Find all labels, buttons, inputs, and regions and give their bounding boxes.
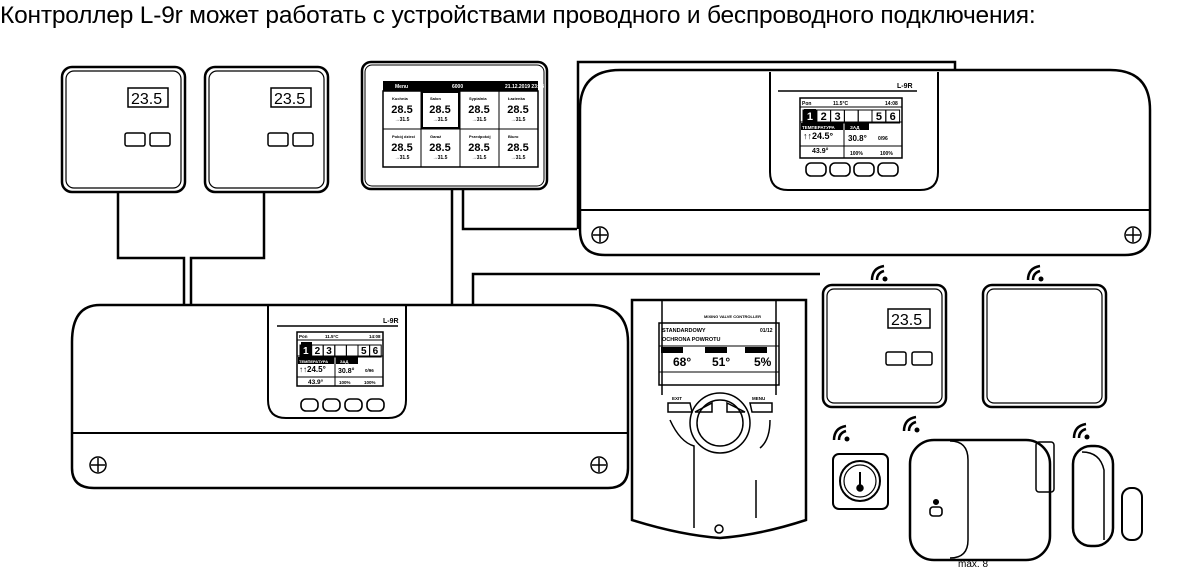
zone-tab xyxy=(345,344,359,358)
touch-zone-name: Przedpokój xyxy=(469,134,491,139)
valve-reading-1: 68° xyxy=(673,355,691,369)
touch-zone-setpoint: →31.5 xyxy=(433,117,448,123)
controller-secondary-temp: ↑↑24.5° xyxy=(803,131,834,141)
touch-panel-status: 6000 xyxy=(452,84,463,90)
wireless-sensor-panel xyxy=(981,283,1108,409)
touch-zone-name: Kuchnia xyxy=(392,96,409,101)
valve-button-exit: EXIT xyxy=(672,396,682,401)
wifi-icon-wireless-thermostat xyxy=(870,264,888,282)
touch-zone-name: Garaż xyxy=(430,134,441,139)
touch-zone-temp: 28.5 xyxy=(507,104,528,116)
controller-main xyxy=(70,303,630,490)
touch-zone-temp: 28.5 xyxy=(391,142,412,154)
touch-zone-name: Sypialnia xyxy=(469,96,487,101)
touch-zone-setpoint: →31.5 xyxy=(472,117,487,123)
valve-reading-2: 51° xyxy=(712,355,730,369)
wifi-icon-window-contact xyxy=(1072,422,1090,440)
controller-secondary-temp-label: ТЕМПЕРАТУРА xyxy=(802,125,836,130)
controller-main-temp-label: ТЕМПЕРАТУРА xyxy=(299,359,328,364)
wireless-dial-sensor xyxy=(832,453,889,510)
controller-main-mode: 0/96 xyxy=(365,368,374,373)
controller-secondary-time: 14:08 xyxy=(885,101,898,107)
zone-tab xyxy=(857,109,873,124)
controller-secondary-floor: 43.9° xyxy=(812,147,829,155)
wifi-icon-sensor-panel xyxy=(1026,264,1044,282)
controller-secondary-battery: 100% xyxy=(880,151,893,157)
controller-main-humidity: 100% xyxy=(339,380,351,385)
touch-zone-temp: 28.5 xyxy=(429,104,450,116)
touch-zone-temp: 28.5 xyxy=(429,142,450,154)
zone-tab xyxy=(885,109,901,124)
zone-tab xyxy=(843,109,859,124)
touch-zone-setpoint: →31.5 xyxy=(472,155,487,161)
controller-main-set: 30.8° xyxy=(338,367,355,375)
touch-zone-setpoint: →31.5 xyxy=(511,117,526,123)
touch-zone-setpoint: →31.5 xyxy=(433,155,448,161)
zone-tab-label: 1 xyxy=(807,111,813,123)
controller-secondary-set-label: ЗАД xyxy=(850,125,860,130)
controller-secondary-humidity: 100% xyxy=(850,151,863,157)
valve-line1: STANDARDOWY xyxy=(662,328,706,334)
controller-main-day: Pon xyxy=(299,334,308,339)
zone-tab-label: 1 xyxy=(303,346,309,357)
valve-button-menu: MENU xyxy=(752,396,765,401)
wired-thermostat-2: 23.5 xyxy=(203,65,330,194)
zone-tab-label: 2 xyxy=(821,111,827,123)
controller-secondary-mode: 0/96 xyxy=(878,136,888,142)
wireless-thermostat: 23.5 xyxy=(821,283,948,409)
page-title: Контроллер L-9r может работать с устройс… xyxy=(0,2,1036,29)
touch-zone-temp: 28.5 xyxy=(468,142,489,154)
touch-zone-setpoint: →31.5 xyxy=(395,155,410,161)
zone-tab-label: 5 xyxy=(361,346,367,357)
wired-thermostat-1: 23.5 xyxy=(60,65,187,194)
zone-tab-label: 3 xyxy=(834,111,840,123)
controller-main-floor: 43.9° xyxy=(308,378,324,386)
touch-zone-name: Salon xyxy=(430,96,441,101)
controller-main-set-label: ЗАД xyxy=(340,359,349,364)
zone-tab-label: 5 xyxy=(876,111,882,123)
valve-module xyxy=(630,298,808,540)
touch-zone-name: Pokój dzieci xyxy=(392,134,415,139)
valve-reading-3: 5% xyxy=(754,355,772,369)
valve-header: MIXING VALVE CONTROLLER xyxy=(704,314,761,319)
zone-tab xyxy=(369,344,382,358)
zone-tab-label: 6 xyxy=(373,346,379,357)
touch-zone-temp: 28.5 xyxy=(507,142,528,154)
max-devices-note: max. 8 xyxy=(958,559,988,570)
touch-panel-menu: Menu xyxy=(395,84,408,90)
controller-secondary-day: Pon xyxy=(802,101,811,107)
window-contact-sensor xyxy=(1071,444,1143,548)
touch-zone-temp: 28.5 xyxy=(391,104,412,116)
touch-zone-name: Biuro xyxy=(508,134,519,139)
valve-line2: OCHRONA POWROTU xyxy=(662,337,720,343)
controller-main-outdoor: 11.5°C xyxy=(325,334,339,339)
controller-secondary-brand: L-9R xyxy=(897,83,913,90)
controller-main-battery: 100% xyxy=(364,380,376,385)
thermostatic-head: max. 8 xyxy=(908,438,1055,570)
zone-tab-label: 6 xyxy=(890,111,896,123)
zone-tab xyxy=(334,344,347,358)
controller-secondary xyxy=(578,68,1152,257)
wireless-thermostat-display: 23.5 xyxy=(891,312,922,329)
touch-panel xyxy=(360,60,549,191)
controller-main-temp: ↑↑24.5° xyxy=(299,365,326,374)
controller-main-time: 14:08 xyxy=(369,334,381,339)
controller-secondary-outdoor: 11.5°C xyxy=(833,101,848,107)
touch-zone-setpoint: →31.5 xyxy=(395,117,410,123)
touch-zone-setpoint: →31.5 xyxy=(511,155,526,161)
touch-zone-name: Łazienka xyxy=(508,96,526,101)
wires xyxy=(116,60,957,305)
thermostat-2-display: 23.5 xyxy=(274,91,305,108)
controller-main-brand: L-9R xyxy=(383,318,399,325)
zone-tab-label: 3 xyxy=(326,346,332,357)
zone-tab-label: 2 xyxy=(315,346,321,357)
wifi-icon-thermostatic-head xyxy=(902,415,920,433)
touch-panel-datetime: 21.12.2019 23:18 xyxy=(505,84,544,90)
valve-page: 01/12 xyxy=(760,328,773,334)
touch-zone-temp: 28.5 xyxy=(468,104,489,116)
controller-secondary-set: 30.8° xyxy=(848,134,867,143)
wifi-icon-dial-sensor xyxy=(832,424,850,442)
thermostat-1-display: 23.5 xyxy=(131,91,162,108)
